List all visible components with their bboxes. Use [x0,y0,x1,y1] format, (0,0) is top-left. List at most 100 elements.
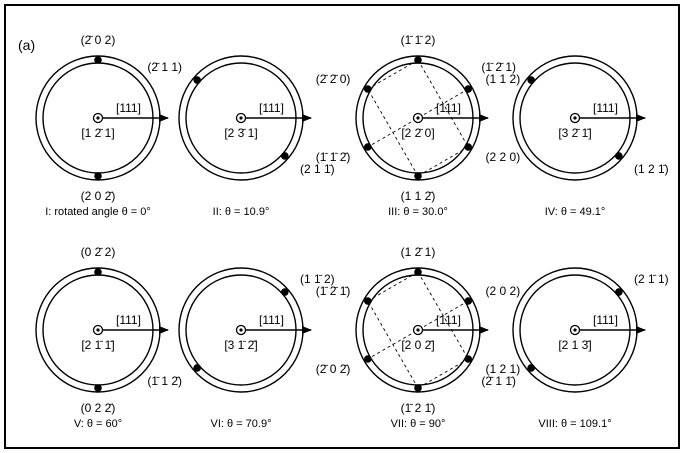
pole-label: (1̄ 1̄ 2) [401,33,436,47]
pole-label: (2 2 0) [486,150,521,164]
pole-dot [363,355,372,363]
diagram-1: [111][1 2̄ 1] (2̄ 0 2) (2 0 2̄) I: rotated … [35,33,169,218]
center-label: [1 2̄ 1] [81,126,114,140]
pole-label: (2̄ 0 2̄) [316,362,351,376]
center-dot [96,116,100,120]
center-dot [96,328,100,332]
pole-label: (1 2 1) [486,362,521,376]
pole-dot [527,364,535,372]
center-label: [2 1̄ 1̄] [81,338,114,352]
diagram-caption: I: rotated angle θ = 0° [45,206,151,218]
pole-dot [414,268,422,276]
diagram-caption: V: θ = 60° [74,418,122,430]
pole-dot [464,355,473,363]
center-label: [2 1 3̄] [558,338,591,352]
pole-dot [363,297,372,305]
axis-label: [111] [116,101,141,115]
pole-dot [193,76,201,84]
dashed-line [367,88,469,148]
pole-label: (2 1̄ 1) [634,272,669,286]
diagram-4: [111][3 2̄ 1̄] (1̄ 2̄ 1) (1 2 1̄) IV: θ = 4… [481,55,669,218]
diagram-5: [111][2 1̄ 1̄] (0 2̄ 2) (0 2 2̄) V: θ = 60° [35,245,169,430]
axis-label: [111] [259,101,284,115]
diagram-caption: VII: θ = 90° [391,418,446,430]
dashed-lines [367,59,469,177]
pole-label: (2 1 1̄) [300,162,335,176]
center-label: [2 3̄ 1] [224,126,257,140]
pole-label: (2̄ 1 1) [147,60,182,74]
pole-dot [193,364,201,372]
dashed-line [417,146,469,177]
pole-dot [94,268,102,276]
pole-label: (1 1 2) [486,72,521,86]
pole-label: (2̄ 0 2) [81,33,116,47]
pole-dot [94,56,102,64]
panel-label: (a) [18,37,35,53]
diagram-caption: VIII: θ = 109.1° [538,418,611,430]
center-dot [239,328,243,332]
pole-dot [414,384,422,392]
pole-dot [414,56,422,64]
pole-dot [464,297,473,305]
diagram-caption: III: θ = 30.0° [388,206,448,218]
diagram-6: [111][3 1̄ 2̄] (1 1̄ 2) (1̄ 1 2̄) VI: θ = 7… [147,267,335,430]
dashed-line [367,59,419,90]
pole-label: (2 0 2̄) [81,189,116,203]
dashed-lines [367,271,469,389]
pole-dot [414,172,422,180]
pole-dot [94,172,102,180]
diagram-7: [111][2 0 2̄] (1 2̄ 1) (2 0 2) (1 2 1) (1̄ 2… [316,245,520,430]
dashed-line [367,271,419,302]
diagram-caption: IV: θ = 49.1° [545,206,606,218]
pole-dot [615,152,623,160]
axis-label: [111] [436,101,461,115]
pole-label: (1̄ 2 1̄) [401,401,436,415]
pole-label: (1 1̄ 2) [300,272,335,286]
diagram-8: [111][2 1 3̄] (2 1̄ 1) (2̄ 1 1̄) VIII: θ = … [481,267,669,430]
diagram-grid: [111][1 2̄ 1](2̄ 0 2)(2 0 2̄)I: rotated … [35,33,669,430]
pole-label: (2 0 2) [486,284,521,298]
diagram-3: [111][2 2̄ 0] (1̄ 1̄ 2) (1 1 2) (2 2 0) (1 1… [316,33,520,218]
diagram-2: [111][2 3̄ 1] (2̄ 1 1) (2 1 1̄) II: θ = 10.… [147,55,335,218]
pole-dot [363,85,372,93]
pole-dot [94,384,102,392]
axis-label: [111] [436,313,461,327]
pole-label: (2̄ 1 1̄) [481,374,516,388]
center-label: [2 2̄ 0] [401,126,434,140]
dashed-line [367,300,469,360]
axis-label: [111] [116,313,141,327]
center-dot [239,116,243,120]
center-label: [3 2̄ 1̄] [558,126,591,140]
dashed-line [417,59,469,148]
center-label: [3 1̄ 2̄] [224,338,257,352]
axis-label: [111] [593,313,618,327]
pole-dot [464,143,473,151]
center-dot [573,328,577,332]
pole-label: (0 2 2̄) [81,401,116,415]
figure-border [4,4,680,449]
center-dot [416,328,420,332]
diagram-caption: II: θ = 10.9° [213,206,270,218]
pole-label: (1 2̄ 1) [401,245,436,259]
pole-label: (1̄ 1 2̄) [147,374,182,388]
pole-dot [615,288,623,296]
pole-label: (1̄ 1̄ 2̄) [316,150,351,164]
pole-label: (0 2̄ 2) [81,245,116,259]
center-dot [416,116,420,120]
pole-label: (1̄ 2̄ 1) [481,60,516,74]
pole-dot [281,288,289,296]
pole-dot [527,76,535,84]
pole-dot [363,143,372,151]
dashed-line [417,358,469,389]
diagram-caption: VI: θ = 70.9° [211,418,272,430]
pole-label: (2̄ 2̄ 0) [316,72,351,86]
center-label: [2 0 2̄] [401,338,434,352]
pole-dot [281,152,289,160]
pole-label: (1 2 1̄) [634,162,669,176]
pole-label: (1̄ 2̄ 1̄) [316,284,351,298]
axis-label: [111] [259,313,284,327]
axis-label: [111] [593,101,618,115]
pole-dot [464,85,473,93]
pole-label: (1 1 2̄) [401,189,436,203]
